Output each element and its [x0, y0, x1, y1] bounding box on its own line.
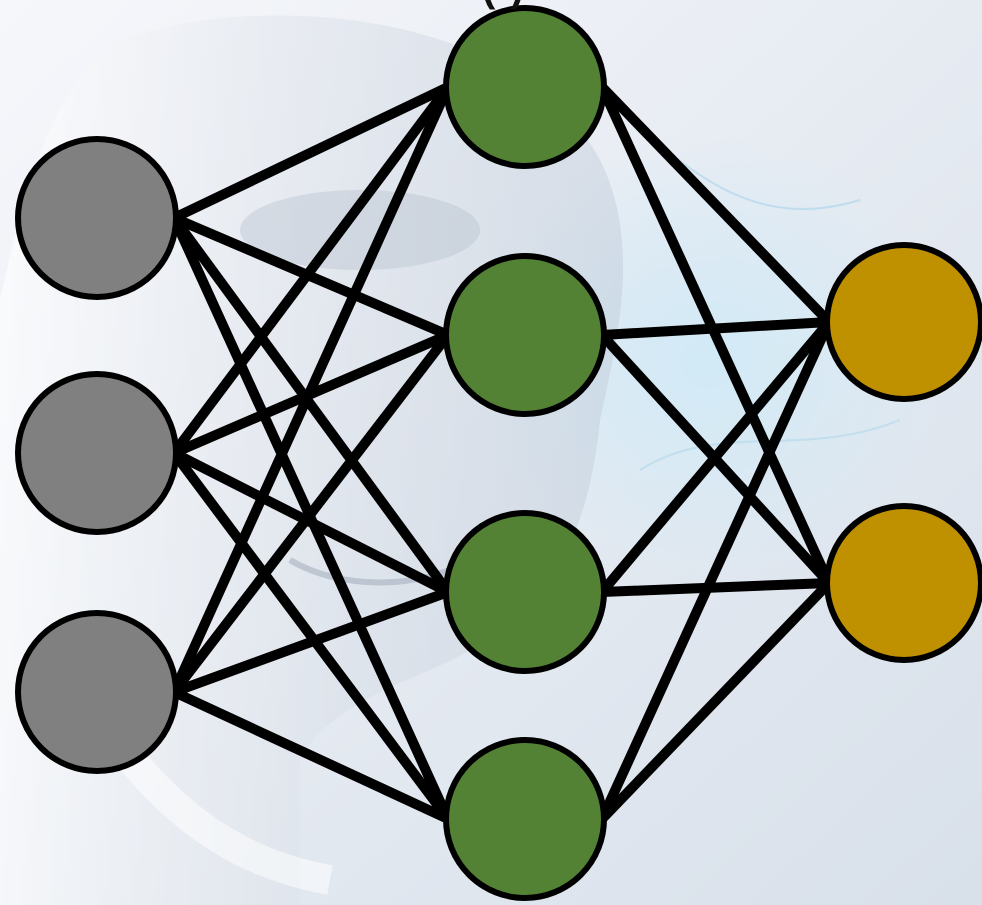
- edge-hidden-4-to-output-2: [597, 578, 834, 824]
- input-node-1: [15, 136, 179, 300]
- title-fragment: ( ): [482, 0, 526, 11]
- hidden-node-2: [443, 253, 607, 417]
- edge-input-3-to-hidden-2: [169, 330, 453, 697]
- edge-input-3-to-hidden-4: [169, 687, 453, 824]
- input-node-3: [15, 610, 179, 774]
- edge-input-2-to-hidden-1: [169, 82, 453, 458]
- output-node-1: [824, 242, 982, 402]
- edge-input-1-to-hidden-3: [169, 213, 453, 597]
- connection-edges: [169, 82, 834, 824]
- hidden-node-3: [443, 510, 607, 674]
- edge-input-3-to-hidden-1: [169, 82, 453, 697]
- edge-input-1-to-hidden-1: [169, 82, 453, 223]
- edge-input-3-to-hidden-3: [169, 587, 453, 697]
- edge-input-2-to-hidden-4: [169, 448, 453, 824]
- edge-hidden-1-to-output-1: [597, 82, 834, 327]
- edge-input-2-to-hidden-3: [169, 448, 453, 597]
- edge-hidden-1-to-output-2: [597, 82, 834, 588]
- edge-hidden-4-to-output-1: [597, 317, 834, 824]
- edge-hidden-3-to-output-1: [597, 317, 834, 597]
- edge-hidden-2-to-output-1: [597, 317, 834, 340]
- edge-hidden-3-to-output-2: [597, 578, 834, 597]
- hidden-node-4: [443, 737, 607, 901]
- input-node-2: [15, 371, 179, 535]
- neuron-nodes: [15, 5, 982, 901]
- output-node-2: [824, 503, 982, 663]
- hidden-node-1: [443, 5, 607, 169]
